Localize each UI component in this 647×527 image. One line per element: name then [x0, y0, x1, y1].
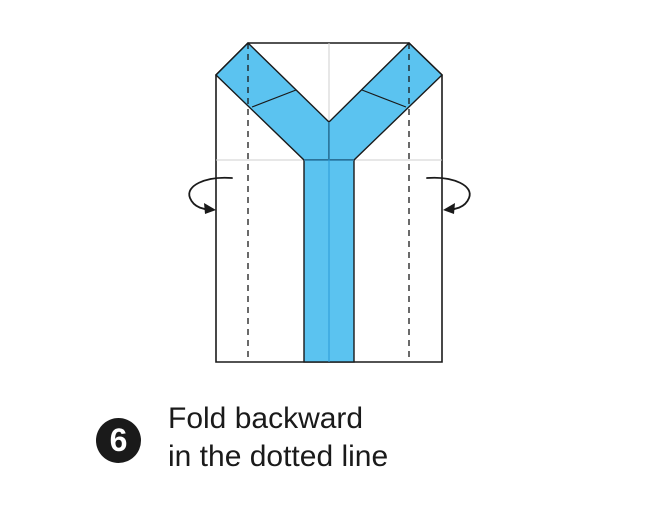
- curved-arrow-backward-icon: [188, 176, 233, 214]
- right-collar-fold-line: [361, 89, 407, 108]
- instruction-caption: Fold backward in the dotted line: [168, 400, 628, 476]
- instruction-line-1: Fold backward: [168, 402, 364, 435]
- instruction-line-2: in the dotted line: [168, 440, 389, 473]
- left-collar-fold-line: [251, 89, 297, 108]
- step-number-badge: 6: [96, 418, 141, 463]
- curved-arrow-backward-icon: [426, 176, 471, 214]
- origami-diagram: [188, 42, 471, 363]
